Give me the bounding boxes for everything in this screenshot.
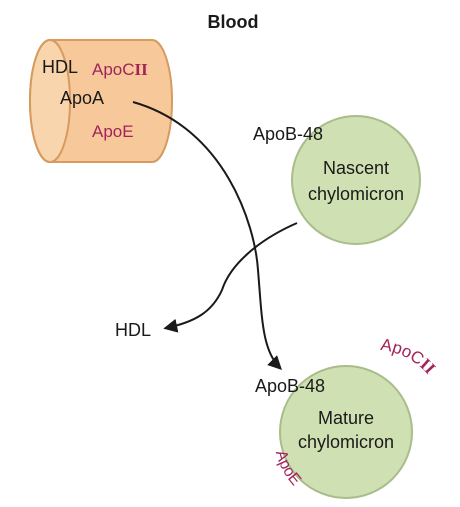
hdl-cylinder-end — [29, 39, 71, 163]
mature-chylomicron-circle — [279, 365, 413, 499]
mature-name-line2: chylomicron — [298, 432, 394, 452]
nascent-chylomicron: ApoB-48 Nascent chylomicron — [253, 115, 421, 245]
nascent-name-line1: Nascent — [323, 158, 389, 178]
mature-apob-label: ApoB-48 — [255, 376, 325, 396]
hdl-label: HDL — [42, 57, 78, 77]
nascent-apob-label: ApoB-48 — [253, 124, 323, 144]
mature-apoc-label: ApoCII — [379, 335, 439, 378]
hdl-apoa-label: ApoA — [60, 88, 104, 108]
hdl-apoe-label: ApoE — [92, 122, 134, 141]
hdl-particle: HDL ApoCII ApoA ApoE — [29, 39, 173, 163]
nascent-chylomicron-circle — [291, 115, 421, 245]
arrow-hdl-return — [163, 222, 298, 333]
arrow-apoc-apoe-transfer — [132, 101, 282, 370]
hdl-apoc-label: ApoCII — [92, 60, 148, 79]
diagram-title: Blood — [208, 12, 259, 32]
nascent-name-line2: chylomicron — [308, 184, 404, 204]
hdl-returned-label: HDL — [115, 320, 151, 340]
mature-chylomicron: ApoB-48 Mature chylomicron ApoCII ApoE — [255, 335, 440, 499]
mature-name-line1: Mature — [318, 408, 374, 428]
